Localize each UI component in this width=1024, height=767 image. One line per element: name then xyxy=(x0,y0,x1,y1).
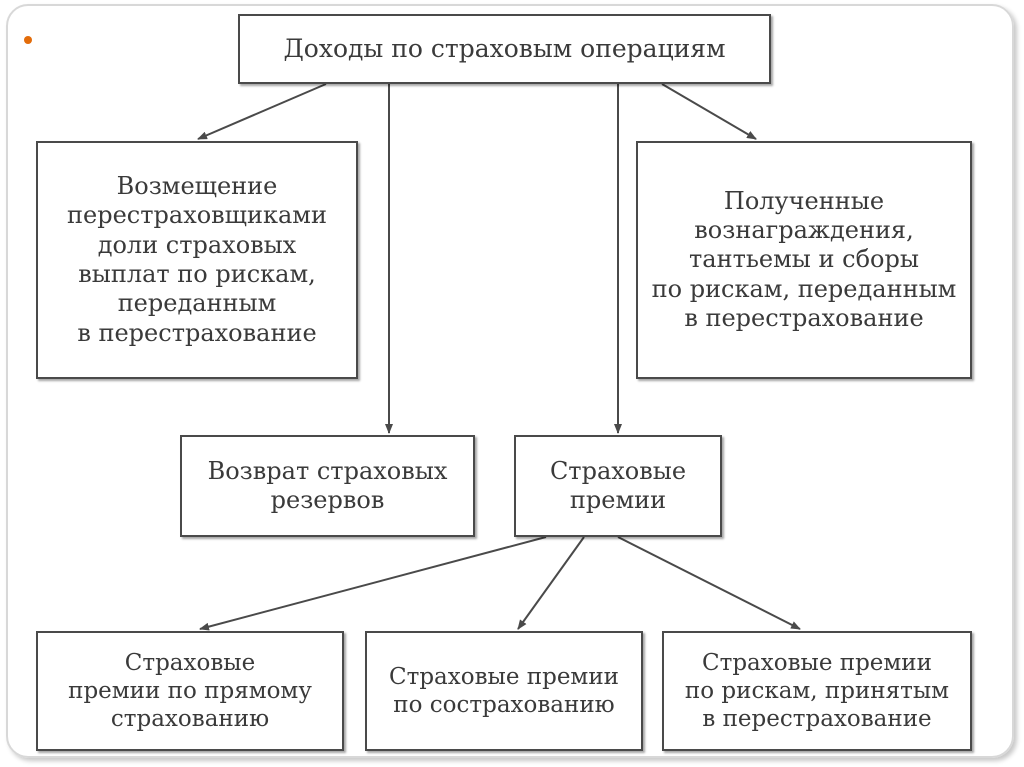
node-reserves-return: Возврат страховых резервов xyxy=(180,435,475,537)
arrow-premiums-to-accepted xyxy=(617,536,801,630)
node-accepted-reinsurance-premiums: Страховые премии по рискам, принятым в п… xyxy=(662,631,972,751)
node-direct-insurance-premiums: Страховые премии по прямому страхованию xyxy=(36,631,344,751)
node-insurance-income: Доходы по страховым операциям xyxy=(238,14,771,84)
node-reinsurer-reimbursement: Возмещение перестраховщиками доли страхо… xyxy=(36,141,358,379)
arrow-root-to-reimbursement xyxy=(197,83,327,140)
arrow-root-to-rewards xyxy=(661,83,757,140)
node-coinsurance-premiums: Страховые премии по сострахованию xyxy=(365,631,643,751)
slide-frame xyxy=(6,4,1014,758)
bullet-dot xyxy=(24,36,32,44)
node-received-rewards: Полученные вознаграждения, тантьемы и сб… xyxy=(636,141,972,379)
arrow-premiums-to-coinsurance xyxy=(517,536,585,630)
arrow-premiums-to-direct xyxy=(199,536,547,631)
node-insurance-premiums: Страховые премии xyxy=(514,435,722,537)
